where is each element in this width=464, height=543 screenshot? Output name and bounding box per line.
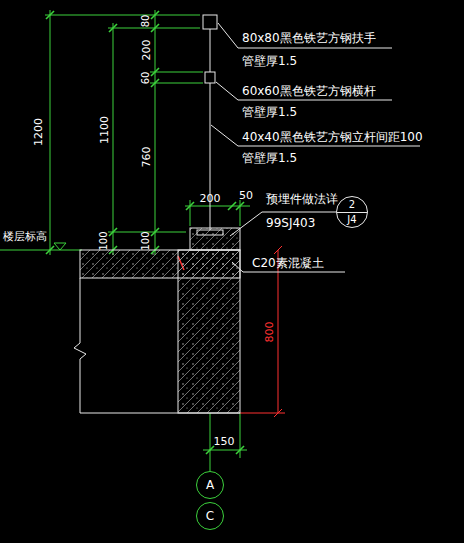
axis-bubble: C — [196, 502, 224, 530]
note-text: 99SJ403 — [266, 217, 315, 229]
note-text: 管壁厚1.5 — [242, 55, 297, 67]
note-text: C20素混凝土 — [252, 257, 324, 269]
dimension-text: 100 — [99, 231, 109, 250]
dimension-text: 150 — [214, 436, 235, 447]
note-text: 预埋件做法详 — [266, 193, 338, 205]
detail-callout: 2J4 — [336, 196, 368, 228]
note-text: 管壁厚1.5 — [242, 106, 297, 118]
dimension-text: 1100 — [99, 116, 110, 144]
dimension-text: 800 — [264, 322, 275, 343]
concrete-section — [74, 228, 240, 413]
callout-number: 2 — [349, 200, 355, 210]
axis-label: C — [206, 510, 214, 522]
dimension-text: 60 — [141, 72, 151, 85]
dimension-ticks — [46, 11, 244, 454]
note-text: 40x40黑色铁艺方钢立杆间距100 — [242, 131, 423, 143]
note-text: 80x80黑色铁艺方钢扶手 — [242, 32, 376, 44]
dimension-text: 100 — [141, 231, 151, 250]
callout-number: J4 — [347, 215, 356, 225]
leader-lines — [211, 23, 420, 272]
dimension-text: 200 — [141, 40, 152, 61]
dimension-text: 200 — [200, 193, 221, 204]
dimension-lines — [0, 10, 250, 471]
callout-divider — [337, 212, 367, 213]
dimension-text: 80 — [141, 15, 151, 28]
axis-label: A — [206, 479, 214, 491]
note-text: 管壁厚1.5 — [242, 152, 297, 164]
note-text: 楼层标高 — [3, 231, 47, 242]
note-text: 60x60黑色铁艺方钢横杆 — [242, 85, 376, 97]
dimension-text: 1200 — [33, 118, 44, 146]
axis-bubble: A — [196, 471, 224, 499]
dimension-text: 50 — [239, 190, 253, 201]
dimension-text: 760 — [141, 147, 152, 168]
